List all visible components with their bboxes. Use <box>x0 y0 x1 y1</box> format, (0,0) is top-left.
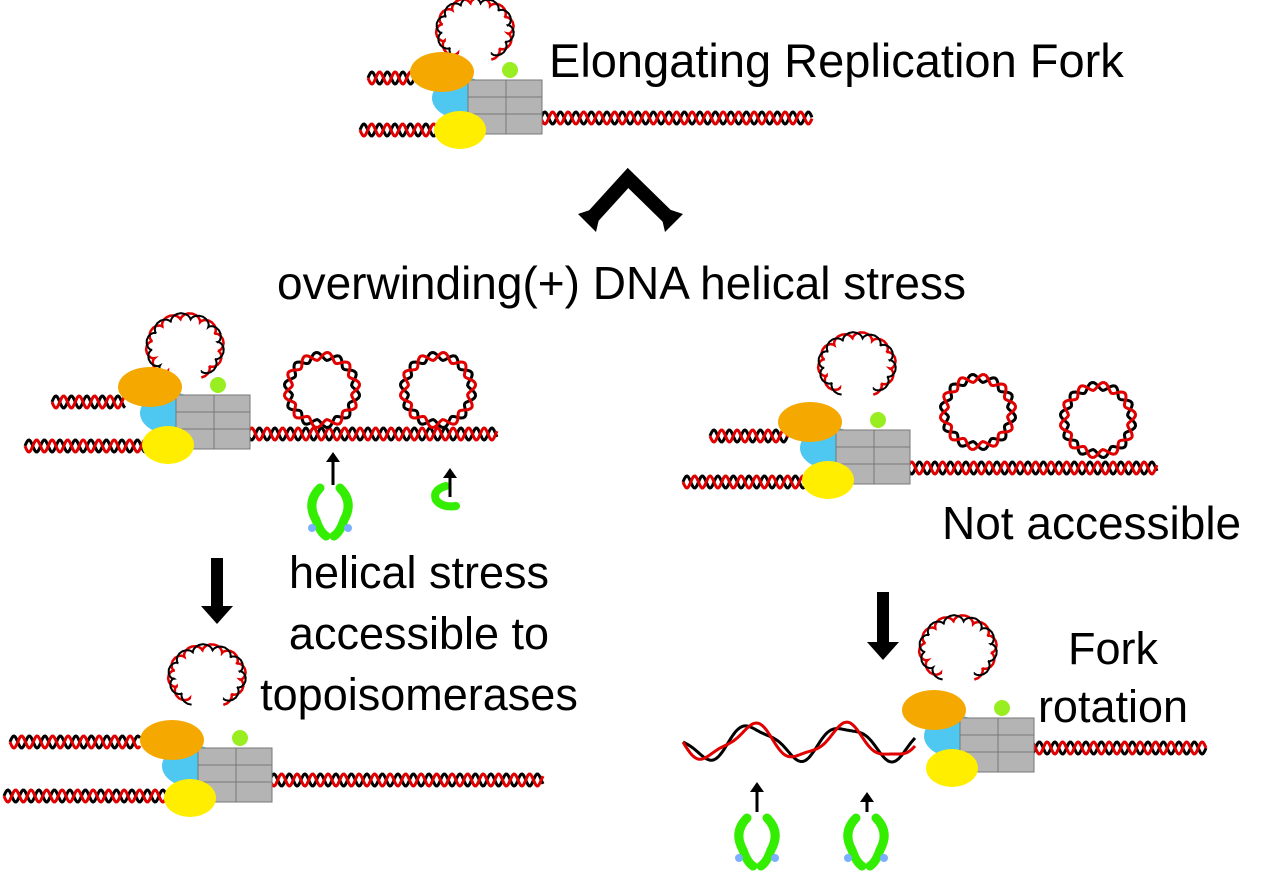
p4-replisome-helicase-orange <box>140 720 204 760</box>
p1-lagging-black <box>435 0 515 61</box>
p4-lower-arm-strand-red <box>2 788 182 804</box>
p5-topo-arrow-1-head <box>750 782 764 792</box>
p3-parental-strand-red <box>898 460 1159 476</box>
p2-topoisomerase-dimer-arm-right <box>329 483 353 541</box>
p1-replisome-core-block-b-2 <box>505 113 543 135</box>
p2-topo-arrow-1-head <box>326 452 340 462</box>
p1-lower-arm-strand-black <box>358 122 442 138</box>
p2-replisome-core-block-b-2 <box>213 428 251 450</box>
accessible-to-topoisomerases-label: helical stress accessible to topoisomera… <box>260 547 578 720</box>
p5-topoisomerase-dimer-1-subunit-left <box>735 854 743 862</box>
p4-upper-arm-strand-red <box>8 734 142 750</box>
p4-parental-strand-red <box>268 772 545 788</box>
p2-topoisomerase-dimer-arm-left <box>307 483 331 541</box>
p4-replisome-clamp-yellow <box>164 779 216 817</box>
p3-replisome-clamp-yellow <box>802 461 854 499</box>
p5-topo-arrow-2-head <box>860 792 874 802</box>
p2-parental-strand-black <box>238 426 499 442</box>
p2-topoisomerase-dimer-subunit-right <box>344 524 352 532</box>
p2-parental-strand-red <box>238 426 499 442</box>
p5-topoisomerase-dimer-2-subunit-left <box>844 854 852 862</box>
p3-upper-arm-strand-red <box>708 428 790 444</box>
p3-replisome-helicase-orange <box>778 402 842 442</box>
split-chevron-body <box>582 167 678 228</box>
p2-lagging-red <box>144 312 225 379</box>
p2-replisome-primase-green <box>210 377 226 393</box>
arrows <box>201 167 899 812</box>
p2-topoisomerase-dimer-subunit-left <box>308 524 316 532</box>
p3-replisome-core-block-b-2 <box>873 463 911 485</box>
p5-parental-strand-red <box>1018 740 1208 756</box>
p2-supercoil-2-strand-red <box>398 350 478 430</box>
left-down-arrow-shaft <box>211 558 223 608</box>
p3-lagging-black <box>817 331 897 396</box>
p1-replisome-primase-green <box>502 62 518 78</box>
p3-supercoil-2-strand-red <box>1058 380 1138 460</box>
p5-replisome-primase-green <box>994 700 1010 716</box>
not-accessible-label: Not accessible <box>942 497 1242 549</box>
p2-replisome-clamp-yellow <box>142 426 194 464</box>
p2-topoisomerase-monomer <box>431 482 460 511</box>
p2-supercoil-1-strand-red <box>282 350 362 430</box>
p1-parental-strand-red <box>508 110 814 126</box>
left-down-arrow-head <box>201 606 233 624</box>
p5-lagging-black <box>918 614 998 681</box>
p1-replisome-clamp-yellow <box>434 111 486 149</box>
helical-stress-label: overwinding(+) DNA helical stress <box>277 257 966 309</box>
p5-topoisomerase-dimer-1-arm-left <box>734 813 758 871</box>
p3-replisome-primase-green <box>870 412 886 428</box>
p4-parental-strand-black <box>268 772 545 788</box>
p1-replisome-helicase-orange <box>410 52 474 92</box>
p1-upper-arm-strand-red <box>366 70 417 86</box>
p2-topo-arrow-2-head <box>443 468 457 478</box>
p5-precatenane-black <box>682 724 917 764</box>
dna-strands <box>2 0 1208 804</box>
fork-rotation-label: Fork rotation <box>1037 623 1189 732</box>
title-label: Elongating Replication Fork <box>549 34 1124 87</box>
p5-replisome-core-block-b-2 <box>997 751 1035 773</box>
p3-supercoil-1-strand-red <box>938 372 1018 452</box>
p5-topoisomerase-dimer-1-arm-right <box>756 813 780 871</box>
p5-topoisomerase-dimer-2-subunit-right <box>880 854 888 862</box>
replisome-proteins <box>118 52 1035 871</box>
p5-topoisomerase-dimer-1-subunit-right <box>771 854 779 862</box>
right-down-arrow-shaft <box>877 592 889 644</box>
p2-lagging-black <box>145 312 225 379</box>
p3-lower-arm-strand-red <box>681 474 821 490</box>
p4-lagging-black <box>167 643 247 706</box>
p4-replisome-core-block-b-2 <box>235 781 273 803</box>
p5-precatenane-red <box>681 720 917 761</box>
p5-replisome-helicase-orange <box>902 690 966 730</box>
p5-replisome-clamp-yellow <box>926 749 978 787</box>
p1-lower-arm-strand-red <box>358 122 442 138</box>
p2-replisome-helicase-orange <box>118 367 182 407</box>
split-chevron-left-head <box>578 206 602 232</box>
split-chevron-right-head <box>659 206 683 232</box>
p5-lagging-red <box>917 614 998 681</box>
p2-upper-arm-strand-red <box>50 394 127 410</box>
p3-parental-strand-black <box>898 460 1159 476</box>
p5-topoisomerase-dimer-2-arm-left <box>843 813 867 871</box>
p2-lower-arm-strand-red <box>23 438 162 454</box>
p4-replisome-primase-green <box>232 730 248 746</box>
right-down-arrow-head <box>867 642 899 660</box>
p2-upper-arm-strand-black <box>50 394 127 410</box>
p5-topoisomerase-dimer-2-arm-right <box>865 813 889 871</box>
p1-parental-strand-black <box>508 110 814 126</box>
